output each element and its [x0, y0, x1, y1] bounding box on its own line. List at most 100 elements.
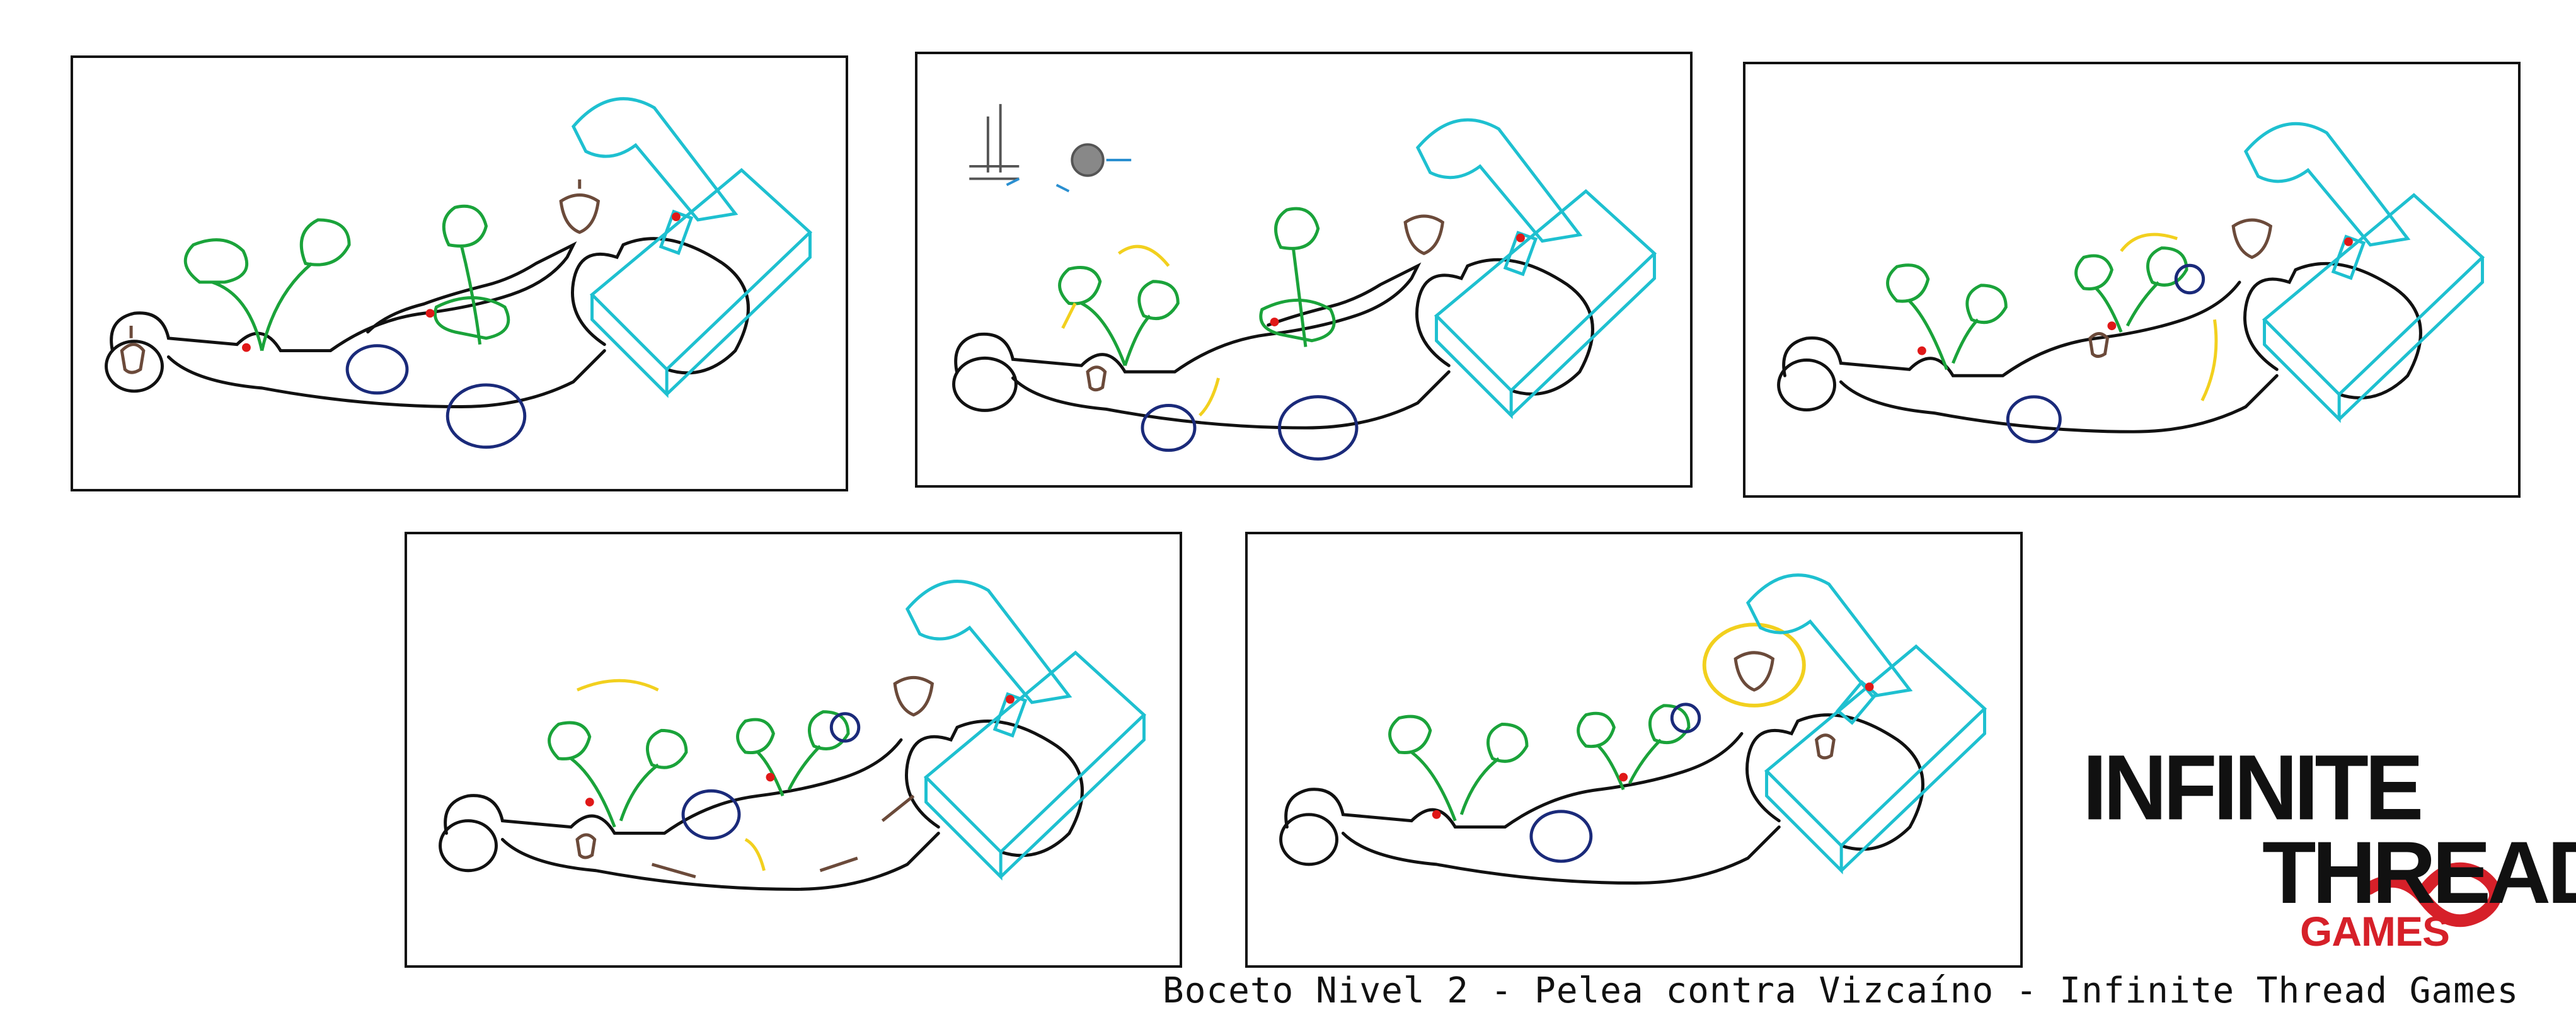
plant-1: [1058, 266, 1180, 367]
infinity-thread-icon: [2363, 862, 2502, 927]
brown-arrow-1: [651, 863, 696, 879]
machine-arm: [2243, 122, 2411, 247]
level-sketch-5: [1279, 573, 1987, 885]
tunnel-outline: [954, 262, 1422, 374]
spool-icon: [969, 104, 1020, 180]
plant-2: [1577, 704, 1691, 791]
machine-switch: [992, 692, 1028, 738]
level-sketch-1: [105, 97, 813, 449]
red-marker-1: [242, 343, 251, 352]
highlight-ring: [1702, 623, 1806, 708]
acorn-icon: [1403, 214, 1445, 255]
sketch-panel-4: [405, 532, 1182, 968]
yellow-arrow-1: [1061, 244, 1170, 330]
machine-base: [1434, 189, 1657, 420]
ring-1: [2006, 395, 2062, 444]
ring-2: [829, 712, 861, 743]
ring-2: [1277, 395, 1359, 461]
sketch-panel-5: [1245, 532, 2023, 968]
sketch-panel-3: [1743, 62, 2521, 498]
machine-arm: [1745, 573, 1913, 698]
chamber-outline: [2243, 261, 2422, 399]
acorn-icon: [893, 675, 934, 717]
plant-2: [1259, 207, 1336, 347]
character-figure: [1814, 733, 1836, 760]
red-marker-1: [585, 798, 594, 806]
machine-arm: [571, 97, 739, 222]
red-marker-3: [1865, 682, 1874, 692]
logo-line-2: THREAD: [2262, 823, 2576, 922]
red-marker-3: [672, 212, 681, 221]
start-chamber: [952, 356, 1018, 412]
character-figure: [1086, 365, 1107, 392]
plant-2: [434, 204, 510, 345]
tunnel-lower: [500, 831, 940, 891]
infinite-thread-games-logo: INFINITE THREAD GAMES: [2073, 735, 2576, 958]
red-marker-2: [1516, 233, 1525, 243]
caption-text: Boceto Nivel 2 - Pelea contra Vizcaíno -…: [1163, 970, 2519, 1011]
chamber-outline: [571, 237, 750, 375]
red-marker-2: [1619, 772, 1628, 782]
acorn-icon: [559, 179, 601, 234]
red-marker-1: [1917, 346, 1926, 355]
red-marker-3: [1006, 695, 1015, 704]
red-marker-1: [1270, 318, 1279, 326]
ring-1: [1529, 810, 1593, 863]
plant-1: [183, 218, 351, 352]
start-chamber: [1777, 359, 1836, 412]
logo-line-1: INFINITE: [2083, 735, 2424, 839]
red-marker-1: [1432, 810, 1441, 819]
yellow-arrow-2: [1199, 377, 1220, 417]
red-marker-2: [425, 309, 435, 318]
character-figure: [2088, 332, 2110, 359]
level-sketch-4: [439, 580, 1147, 891]
character-figure: [575, 833, 597, 859]
level-sketch-3: [1777, 122, 2485, 444]
acorn-icon: [2231, 218, 2273, 260]
tunnel-outline: [1284, 732, 1744, 829]
tunnel-outline: [444, 738, 903, 835]
chamber-outline: [1745, 713, 1924, 851]
tunnel-lower: [1011, 370, 1451, 430]
ring-2: [446, 383, 527, 449]
start-chamber: [1279, 813, 1338, 866]
character-figure: [120, 326, 146, 374]
machine-switch: [658, 209, 694, 255]
tunnel-lower: [1341, 825, 1781, 885]
start-chamber: [439, 819, 498, 873]
level-sketch-2: [952, 104, 1657, 461]
red-marker-2: [766, 772, 775, 782]
start-chamber: [105, 340, 164, 393]
ring-1: [345, 344, 409, 395]
red-marker-3: [2344, 237, 2353, 246]
plant-2: [2074, 246, 2188, 333]
yellow-arrow-1: [577, 679, 659, 692]
tunnel-lower: [1839, 374, 2279, 433]
machine-base: [923, 650, 1147, 881]
tutorial-icons: [969, 104, 1132, 193]
tunnel-outline: [110, 241, 577, 353]
ring-2: [1670, 703, 1701, 733]
machine-base: [589, 168, 813, 398]
sketch-panel-1: [71, 55, 848, 491]
yellow-arrow-1: [2120, 232, 2178, 253]
machine-base: [2262, 193, 2485, 423]
brown-arrow-3: [881, 795, 915, 822]
ring-1: [681, 789, 741, 840]
sketch-panel-2: [915, 52, 1693, 488]
arrow-icon: [1006, 159, 1132, 193]
machine-switch: [2331, 234, 2366, 280]
chamber-outline: [905, 720, 1084, 858]
machine-arm: [905, 580, 1072, 704]
plant-1: [1886, 263, 2008, 370]
machine-switch: [1503, 231, 1538, 277]
gear-icon: [1071, 143, 1105, 177]
chamber-outline: [1415, 258, 1594, 396]
ring-1: [1141, 404, 1197, 452]
tunnel-lower: [166, 349, 606, 408]
plant-1: [548, 721, 688, 828]
yellow-arrow-2: [744, 838, 766, 871]
ring-2: [2174, 263, 2205, 295]
red-marker-2: [2107, 321, 2117, 331]
brown-arrow-2: [819, 856, 858, 873]
